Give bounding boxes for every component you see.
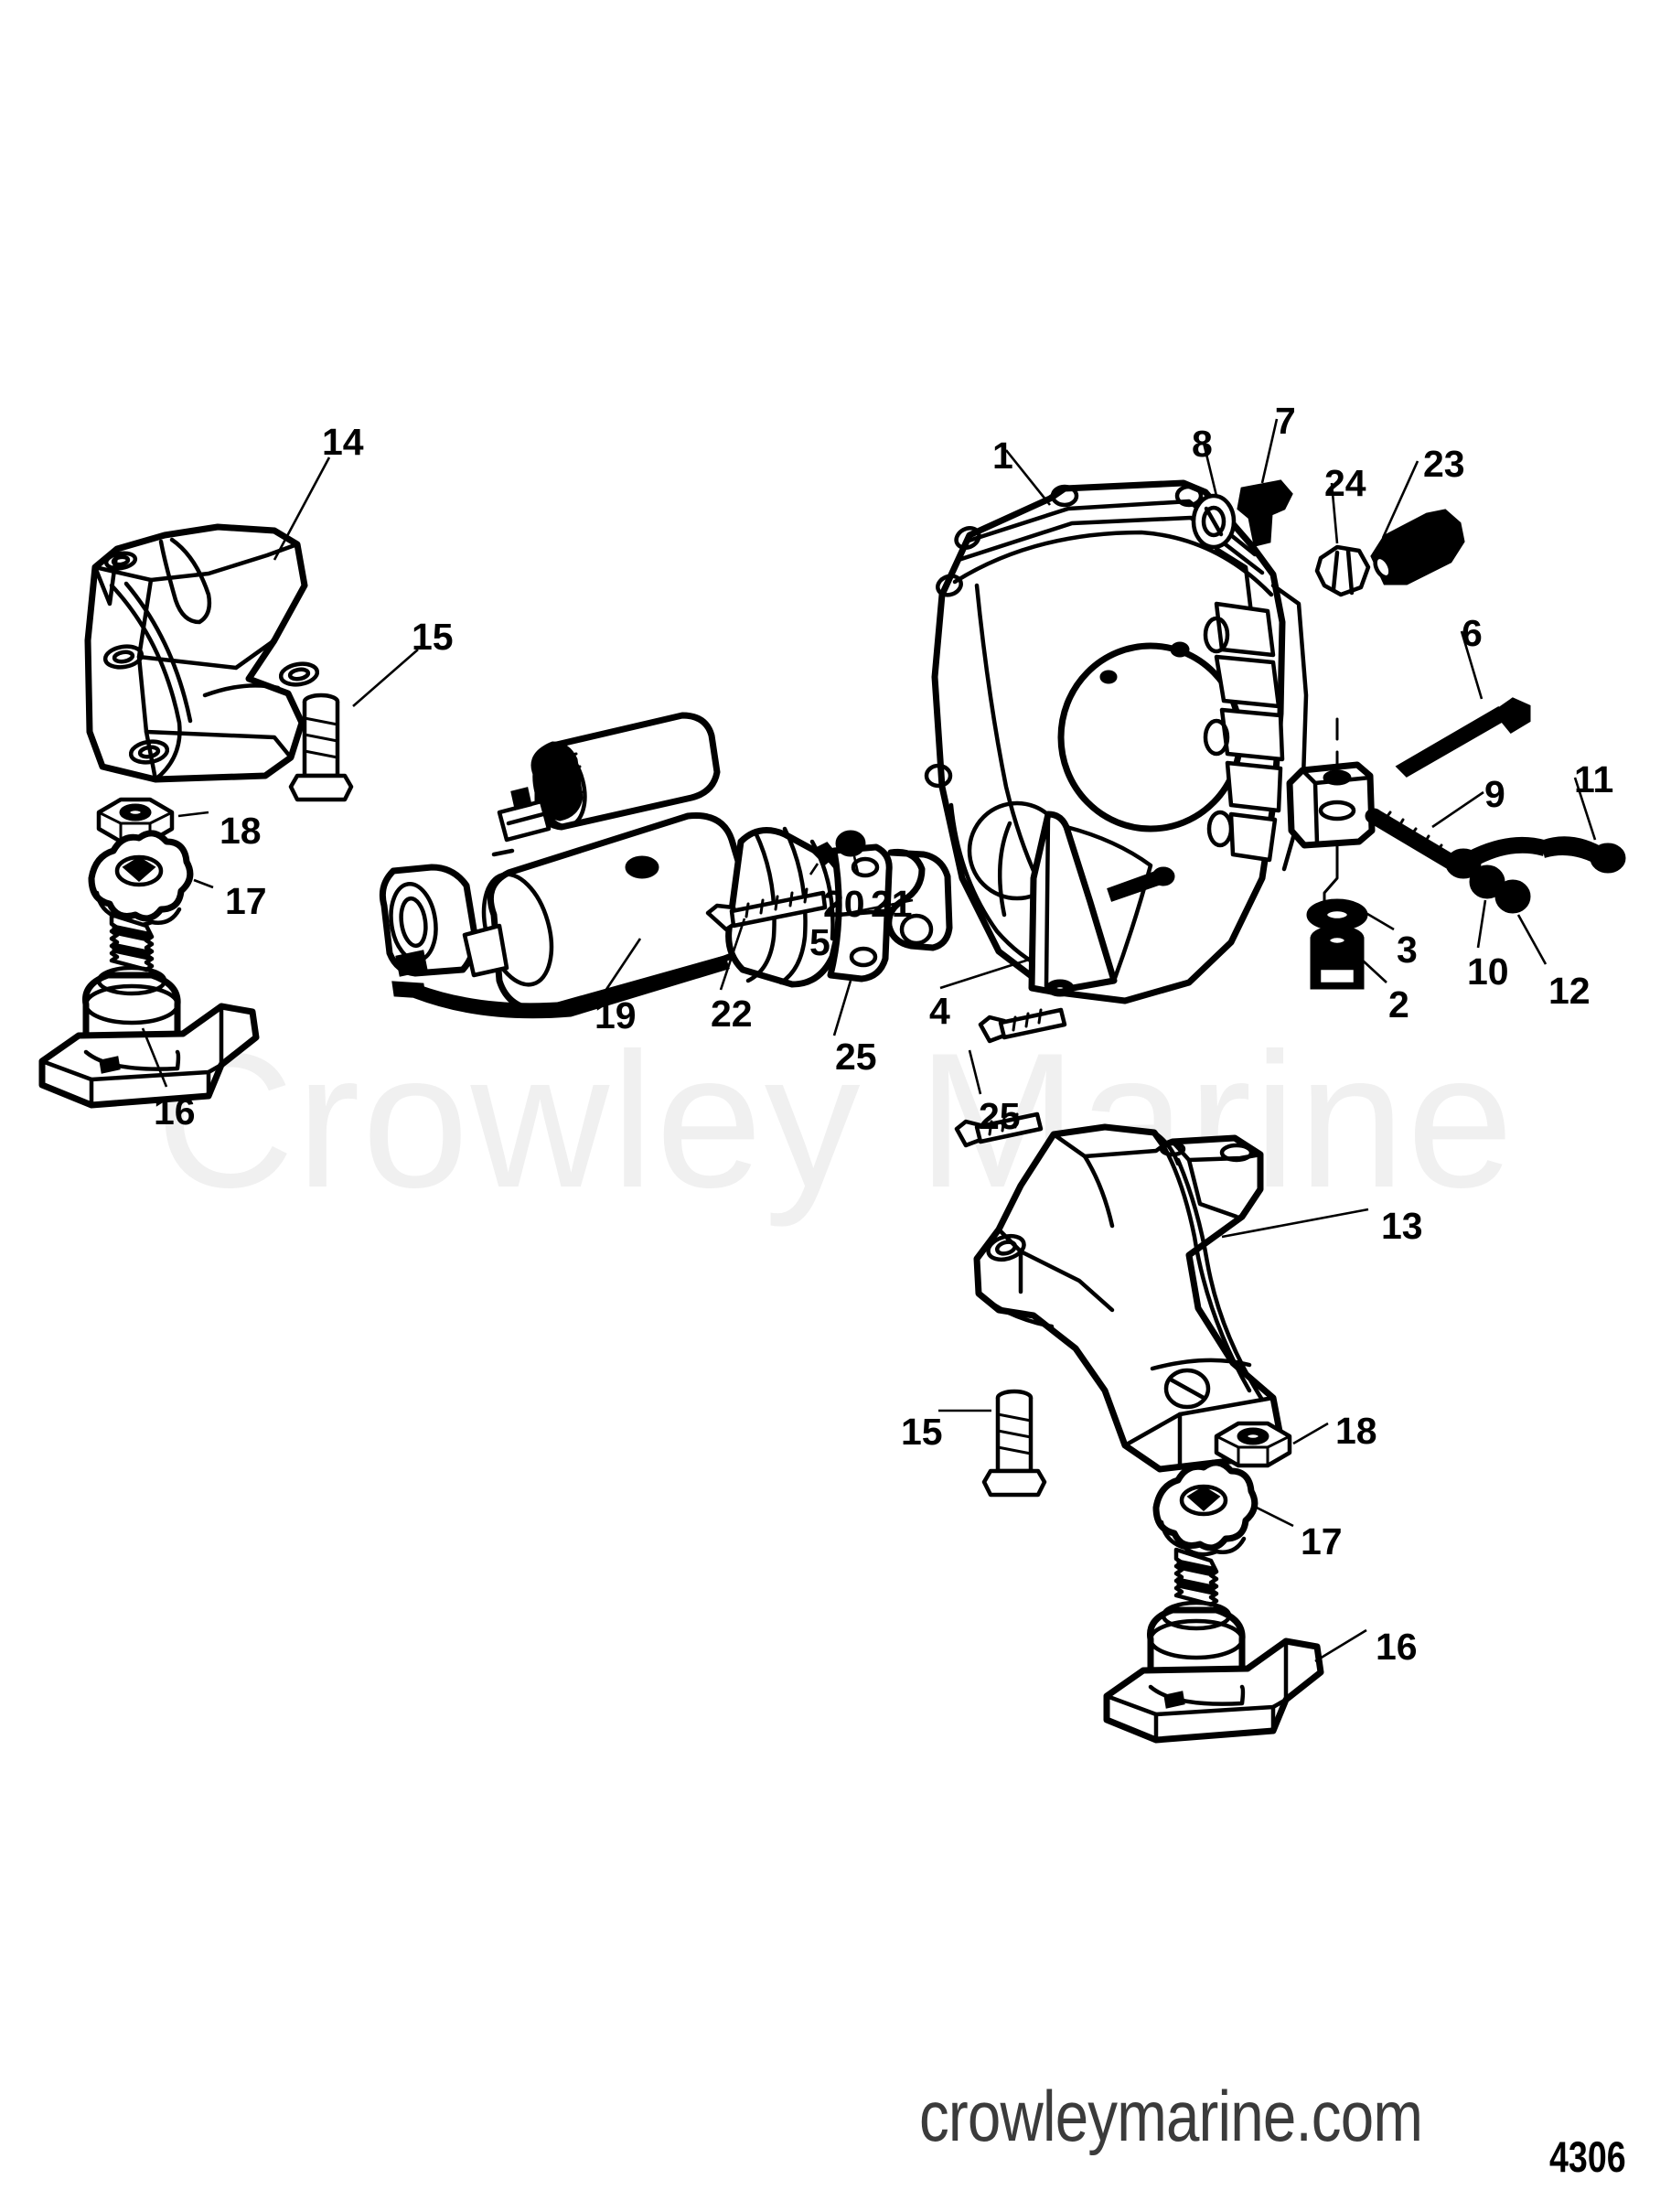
part-ground-strap xyxy=(1445,836,1626,879)
part-mount-washer-rear xyxy=(1152,1459,1259,1557)
callout-6: 6 xyxy=(1462,612,1483,654)
part-lock-nut xyxy=(1314,544,1371,597)
callout-10: 10 xyxy=(1467,950,1509,993)
part-starter-mounting-bolt xyxy=(705,887,828,932)
part-lock-washer xyxy=(1469,864,1505,899)
callout-16-rear: 16 xyxy=(1376,1626,1418,1668)
callout-18-rear: 18 xyxy=(1335,1410,1377,1452)
callout-25: 25 xyxy=(835,1036,877,1078)
callout-19: 19 xyxy=(594,994,637,1036)
part-threaded-insert-spring xyxy=(1370,509,1465,585)
footer-website-url[interactable]: crowleymarine.com xyxy=(919,2076,1423,2156)
callout-17-rear: 17 xyxy=(1301,1520,1343,1562)
part-mount-bolt-rear xyxy=(981,1389,1047,1498)
part-starter-bolt-small xyxy=(809,842,839,875)
part-mount-nut-rear xyxy=(1214,1421,1292,1468)
callout-5: 5 xyxy=(809,921,830,963)
callout-24: 24 xyxy=(1324,462,1366,504)
callout-23: 23 xyxy=(1423,443,1465,485)
callout-3: 3 xyxy=(1397,929,1418,971)
part-washer xyxy=(1306,898,1368,931)
part-engine-mount-rear xyxy=(1103,1547,1324,1744)
part-flywheel-cover-plate xyxy=(1028,811,1175,997)
callout-25-lower: 25 xyxy=(979,1095,1021,1137)
part-long-bolt xyxy=(1395,697,1531,778)
callout-18: 18 xyxy=(220,810,262,852)
part-mount-bolt-front xyxy=(288,693,354,802)
part-engine-mount-front xyxy=(38,912,260,1109)
callout-15: 15 xyxy=(412,616,454,658)
part-flywheel-housing xyxy=(924,479,1376,1004)
callout-13: 13 xyxy=(1381,1205,1423,1247)
part-starter-shim-bracket xyxy=(885,848,953,951)
leader-lines xyxy=(141,418,1597,1663)
part-nut xyxy=(1494,879,1531,914)
callout-2: 2 xyxy=(1388,983,1409,1025)
part-engine-mount-bracket-rear xyxy=(973,1123,1284,1473)
part-screw xyxy=(1237,479,1293,547)
callout-12: 12 xyxy=(1548,970,1591,1012)
watermark-crowley-marine: Crowley Marine xyxy=(155,1013,1516,1228)
callout-22: 22 xyxy=(711,993,753,1035)
callout-21: 21 xyxy=(871,883,913,925)
part-cover-plate-bolt-lower xyxy=(954,1111,1044,1148)
callout-17: 17 xyxy=(225,880,267,922)
part-mount-washer-front xyxy=(88,830,194,928)
part-flat-washer xyxy=(1191,493,1237,550)
part-cover-plate-bolt-upper xyxy=(978,1007,1067,1044)
callout-20: 20 xyxy=(823,883,865,925)
callout-16: 16 xyxy=(154,1090,196,1133)
part-starter-nut-small xyxy=(835,830,866,874)
callout-11: 11 xyxy=(1574,758,1614,800)
callout-1: 1 xyxy=(992,435,1013,477)
part-starter-motor xyxy=(379,712,893,1019)
callout-4: 4 xyxy=(929,990,950,1032)
callout-15-rear: 15 xyxy=(901,1411,943,1453)
callout-14: 14 xyxy=(322,421,364,463)
part-engine-mount-bracket-front xyxy=(84,523,320,783)
callout-8: 8 xyxy=(1192,423,1213,465)
callout-9: 9 xyxy=(1484,773,1505,815)
callout-7: 7 xyxy=(1275,400,1296,442)
footer-drawing-number: 4306 xyxy=(1549,2132,1626,2181)
part-spacer-sleeve xyxy=(1310,925,1365,990)
